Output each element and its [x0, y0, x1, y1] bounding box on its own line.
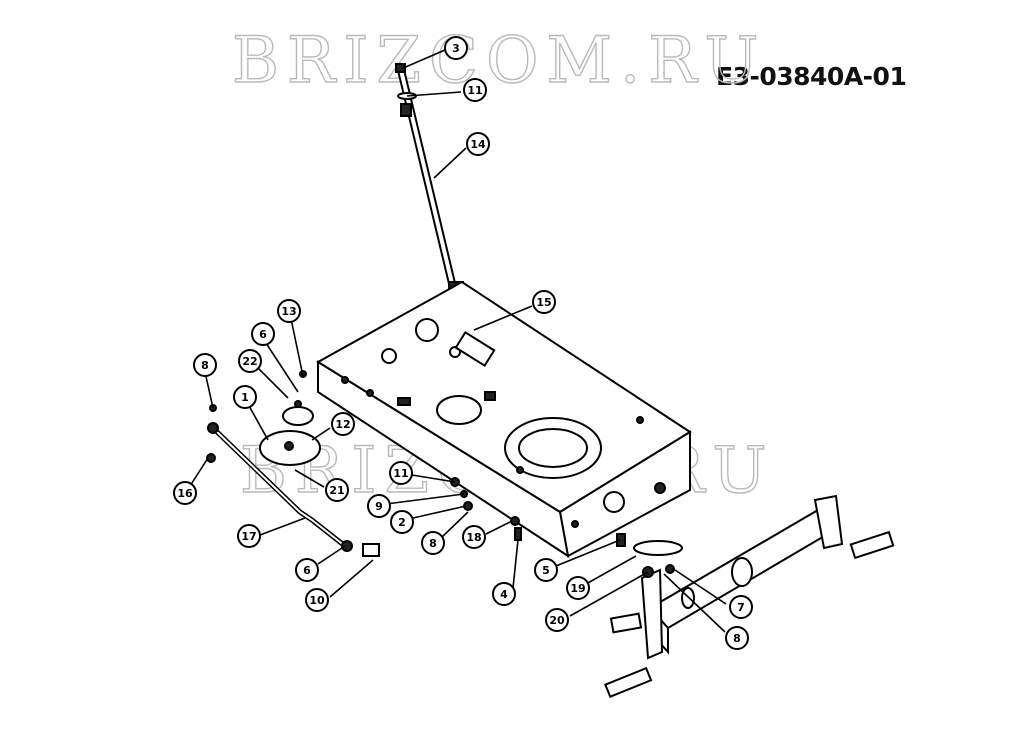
- callout-number: 13: [281, 305, 296, 318]
- steering-sector: [259, 370, 321, 466]
- callout-15: 15: [532, 290, 556, 314]
- callout-number: 9: [375, 500, 383, 513]
- callout-10: 10: [305, 588, 329, 612]
- watermark-top: BRIZCOM.RU: [232, 24, 766, 98]
- steering-shaft: [395, 63, 464, 299]
- callout-number: 2: [398, 516, 406, 529]
- callout-number: 14: [470, 138, 486, 151]
- callout-17: 17: [237, 524, 261, 548]
- callout-6: 6: [295, 558, 319, 582]
- callout-number: 19: [570, 582, 585, 595]
- callout-number: 6: [259, 328, 267, 341]
- callout-16: 16: [173, 481, 197, 505]
- chassis-frame: [316, 280, 692, 559]
- front-axle: [604, 494, 895, 699]
- callout-number: 18: [466, 531, 481, 544]
- callout-number: 11: [467, 84, 482, 97]
- callout-5: 5: [534, 558, 558, 582]
- callout-22: 22: [238, 349, 262, 373]
- callout-number: 21: [329, 484, 344, 497]
- callout-18: 18: [462, 525, 486, 549]
- callout-2: 2: [390, 510, 414, 534]
- callout-19: 19: [566, 576, 590, 600]
- callout-7: 7: [729, 595, 753, 619]
- callout-14: 14: [466, 132, 490, 156]
- callout-8: 8: [421, 531, 445, 555]
- callout-20: 20: [545, 608, 569, 632]
- callout-1: 1: [233, 385, 257, 409]
- callout-11: 11: [389, 461, 413, 485]
- callout-3: 3: [444, 36, 468, 60]
- callout-number: 20: [549, 614, 565, 627]
- callout-number: 3: [452, 42, 460, 55]
- diagram-code: E3-03840A-01: [716, 62, 907, 91]
- callout-9: 9: [367, 494, 391, 518]
- callout-6: 6: [251, 322, 275, 346]
- callout-number: 12: [335, 418, 350, 431]
- leader-lines: [189, 49, 727, 633]
- callout-number: 8: [201, 359, 209, 372]
- callout-21: 21: [325, 478, 349, 502]
- callout-number: 1: [241, 391, 249, 404]
- callout-11: 11: [463, 78, 487, 102]
- callout-number: 8: [733, 632, 741, 645]
- callout-12: 12: [331, 412, 355, 436]
- callout-8: 8: [193, 353, 217, 377]
- callout-8: 8: [725, 626, 749, 650]
- callout-number: 8: [429, 537, 437, 550]
- callout-number: 5: [542, 564, 550, 577]
- callout-number: 4: [500, 588, 508, 601]
- callout-13: 13: [277, 299, 301, 323]
- callout-number: 22: [242, 355, 257, 368]
- drag-link: [206, 404, 380, 557]
- callout-number: 10: [309, 594, 325, 607]
- callout-number: 16: [177, 487, 193, 500]
- callout-layer: 3 11 14 15 13 6 22 8 1 12 16 21 11 9 2 8 18 17 6 10 4 5 19 20 7 8: [173, 36, 753, 650]
- callout-number: 7: [737, 601, 745, 614]
- callout-number: 15: [536, 296, 551, 309]
- callout-4: 4: [492, 582, 516, 606]
- callout-number: 6: [303, 564, 311, 577]
- callout-number: 17: [241, 530, 256, 543]
- callout-number: 11: [393, 467, 408, 480]
